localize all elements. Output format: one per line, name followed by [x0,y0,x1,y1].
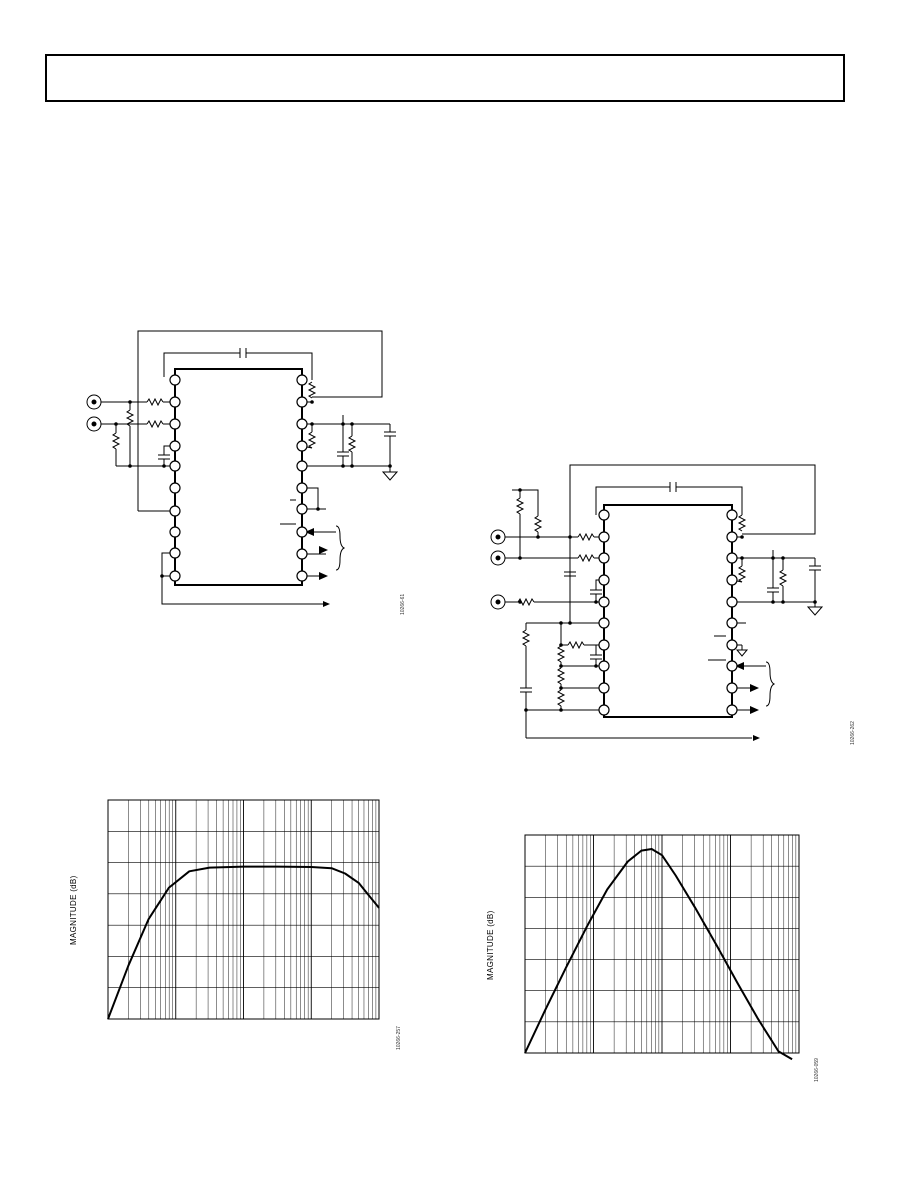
schematic-left: 10266-61 [80,325,406,615]
chart-2-ylabel: MAGNITUDE (dB) [486,910,495,980]
chart-1-series-line [107,865,380,1020]
chart-2: MAGNITUDE (dB) 10266-059 [480,830,830,1090]
schematic-right-drawing [490,464,824,741]
chart-1: MAGNITUDE (dB) 10266-257 [60,795,410,1055]
chart-2-plot [524,834,800,1061]
chart-2-series-line [524,848,793,1061]
figure-id-chart-2: 10266-059 [814,1058,820,1082]
chart-1-plot [107,799,380,1020]
schematic-left-drawing [86,330,399,607]
page-header-box [45,54,845,102]
figure-id-schematic-right: 10266-262 [850,721,856,745]
chart-2-frame [524,834,800,1054]
figure-id-chart-1: 10266-257 [396,1026,402,1050]
chart-1-ylabel: MAGNITUDE (dB) [69,875,78,945]
figure-id-schematic-left: 10266-61 [400,593,406,615]
chart-1-grid [107,799,379,1020]
schematic-right: 10266-262 [480,460,860,750]
chart-1-frame [107,799,380,1020]
